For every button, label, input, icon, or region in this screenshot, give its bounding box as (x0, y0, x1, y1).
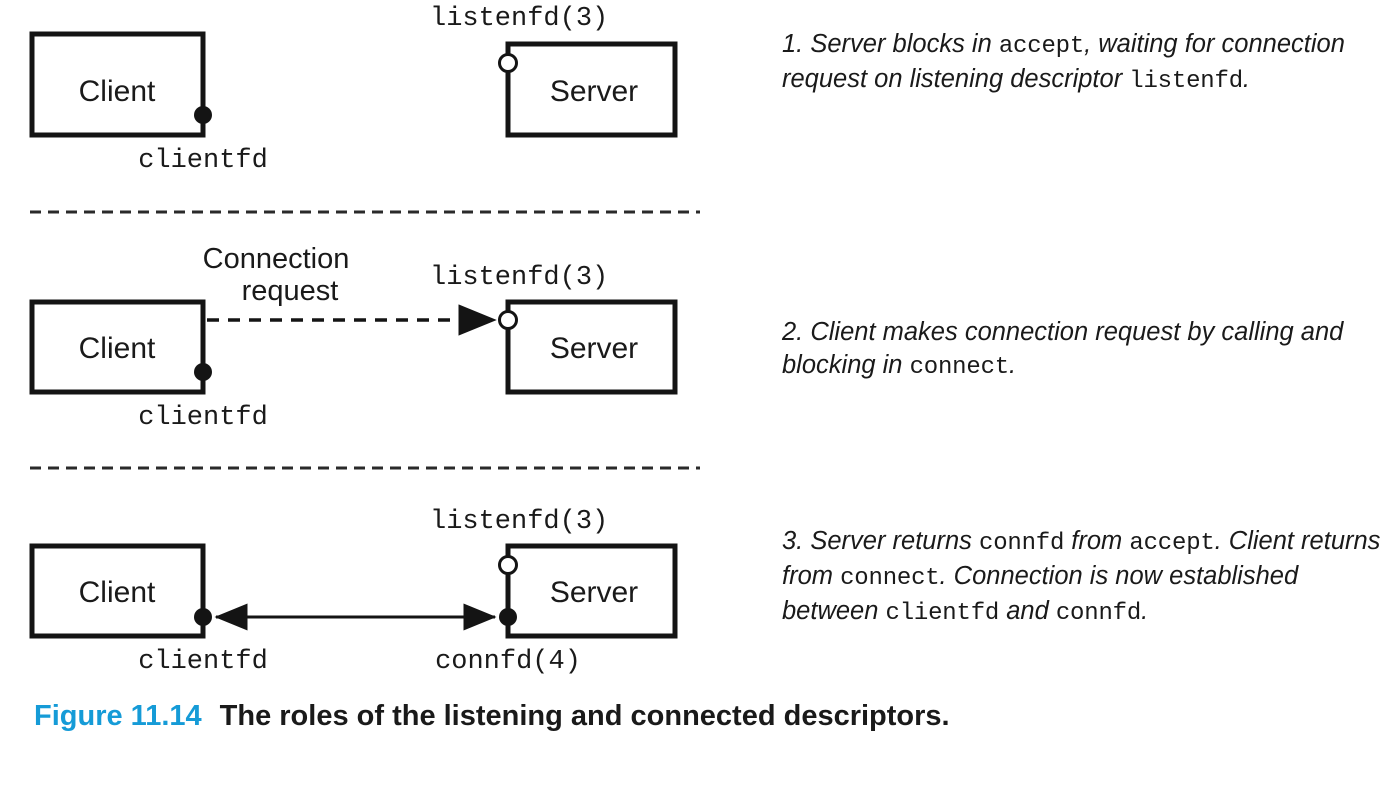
panel-3-connfd-label: connfd(4) (435, 647, 581, 677)
panel-3-clientfd-label: clientfd (138, 647, 268, 677)
note-text: 2. Client makes connection request by ca… (782, 318, 1344, 379)
code-term: connfd (979, 530, 1065, 557)
note-text: , waiting for connection request on list… (782, 30, 1345, 93)
panel-2-server-box (505, 299, 678, 395)
note-step-1: 1. Server blocks in accept, waiting for … (782, 28, 1380, 98)
code-term: connect (840, 565, 940, 592)
panel-1-client-label: Client (79, 75, 156, 108)
panel-3-listenfd-dot (498, 555, 518, 575)
code-term: listenfd (1129, 68, 1243, 95)
panel-3: listenfd(3) Client clientfd Server connf… (29, 507, 678, 677)
panel-2-client-label: Client (79, 332, 156, 365)
code-term: accept (1129, 530, 1215, 557)
code-term: clientfd (885, 600, 1000, 627)
panel-3-client-box (29, 543, 206, 639)
panel-2-listenfd-dot (498, 310, 518, 330)
figure-caption: Figure 11.14 The roles of the listening a… (34, 700, 950, 733)
note-text: . Client returns from (782, 527, 1380, 590)
panel-1-listenfd-dot (498, 53, 518, 73)
panel-2-server-label: Server (550, 332, 638, 365)
panel-1-server-label: Server (550, 75, 638, 108)
panel-3-server-label: Server (550, 576, 638, 609)
panel-1-clientfd-dot (194, 106, 212, 124)
note-text: . (1141, 597, 1149, 625)
note-text: from (1064, 527, 1130, 555)
note-text: and (999, 597, 1056, 625)
code-term: accept (998, 33, 1085, 60)
code-term: connfd (1055, 600, 1142, 627)
panel-1-client-box (29, 31, 206, 138)
panel-2-connection-label-line2: request (242, 275, 339, 307)
note-text: . (1009, 351, 1017, 379)
panel-1-server-box (505, 41, 678, 138)
panel-2-client-box (29, 299, 206, 395)
descriptor-roles-diagram: listenfd(3) Client clientfd Server Conne… (29, 4, 700, 677)
note-text: 3. Server returns (782, 527, 979, 555)
panel-3-server-box (505, 543, 678, 639)
panel-1: listenfd(3) Client clientfd Server (29, 4, 678, 176)
note-text: . (1242, 65, 1250, 93)
panel-2-clientfd-label: clientfd (138, 403, 268, 433)
note-step-3: 3. Server returns connfd from accept. Cl… (782, 525, 1380, 630)
panel-2-connection-label-line1: Connection (203, 243, 350, 275)
code-term: connect (909, 354, 1010, 381)
panel-3-clientfd-dot (194, 608, 212, 626)
panel-3-listenfd-label: listenfd(3) (430, 507, 608, 537)
panel-2-listenfd-label: listenfd(3) (430, 263, 608, 293)
note-text: . Connection is now established between (782, 562, 1299, 625)
panel-1-listenfd-label: listenfd(3) (430, 4, 608, 34)
panel-3-client-label: Client (79, 576, 156, 609)
figure-number: Figure 11.14 (34, 700, 202, 732)
note-step-2: 2. Client makes connection request by ca… (782, 316, 1380, 384)
figure-caption-text: The roles of the listening and connected… (219, 700, 950, 732)
note-text: 1. Server blocks in (782, 30, 999, 58)
panel-2: Connection request listenfd(3) Client cl… (29, 243, 678, 433)
panel-1-clientfd-label: clientfd (138, 146, 268, 176)
panel-3-connfd-dot (499, 608, 517, 626)
panel-2-clientfd-dot (194, 363, 212, 381)
